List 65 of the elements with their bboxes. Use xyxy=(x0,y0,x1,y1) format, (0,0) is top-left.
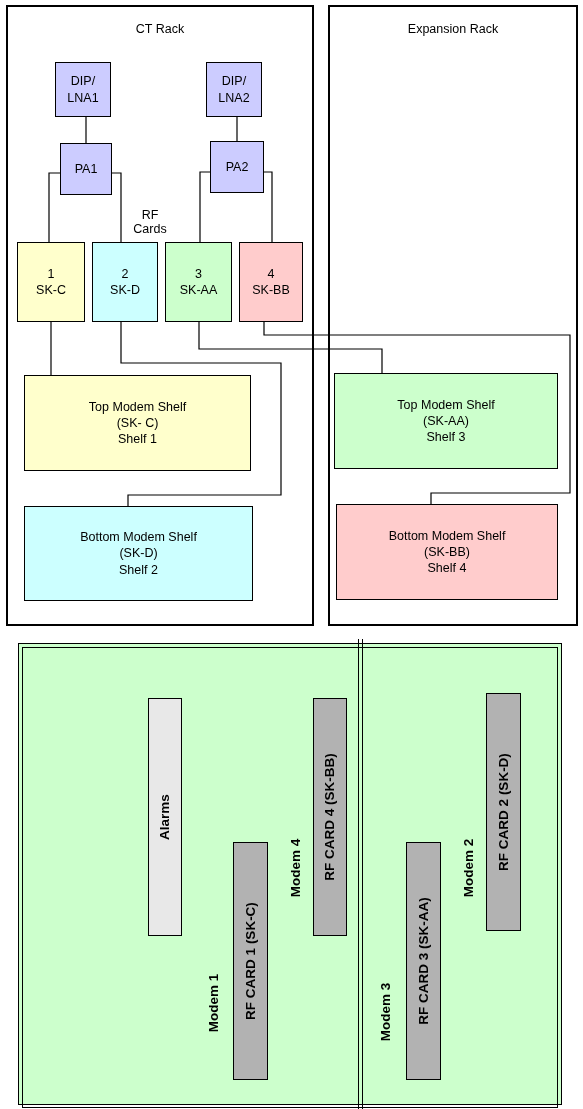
card-slot xyxy=(313,698,347,936)
box-label: (SK-D) xyxy=(119,545,158,562)
connector-line xyxy=(120,321,282,507)
card-slot xyxy=(406,842,441,1080)
equipment-box xyxy=(165,242,232,322)
rack-frame xyxy=(6,5,314,626)
connector-line xyxy=(50,321,52,376)
rack-title: Expansion Rack xyxy=(406,21,500,38)
box-label: 4 xyxy=(266,265,276,282)
card-slot xyxy=(233,842,268,1080)
modem-label: Modem 3 xyxy=(377,982,393,1042)
card-slot xyxy=(486,693,521,931)
box-label: SK-BB xyxy=(251,282,291,299)
box-label: Shelf 2 xyxy=(119,561,158,578)
equipment-box xyxy=(206,62,262,117)
box-label: PA2 xyxy=(224,158,250,176)
box-label: DIP/ LNA1 xyxy=(66,73,100,106)
box-label: Bottom Modem Shelf xyxy=(388,527,506,544)
connector-line xyxy=(199,171,211,243)
box-label: SK-AA xyxy=(178,282,219,299)
modem-label: Modem 4 xyxy=(287,838,303,898)
connector-line xyxy=(263,171,273,243)
box-label: SK-D xyxy=(109,282,141,299)
connector-line xyxy=(85,116,87,144)
modem-label: Modem 1 xyxy=(205,973,221,1033)
box-label: Bottom Modem Shelf xyxy=(80,529,197,546)
connector-line xyxy=(198,321,383,374)
box-label: (SK-AA) xyxy=(423,412,469,430)
group-label: RF Cards xyxy=(132,208,168,236)
equipment-box xyxy=(55,62,111,117)
equipment-box xyxy=(24,506,253,601)
box-label: Shelf 3 xyxy=(426,429,466,446)
box-label: Top Modem Shelf xyxy=(88,398,187,415)
equipment-box xyxy=(24,375,251,471)
box-label: (SK- C) xyxy=(116,414,159,432)
connector-line xyxy=(48,172,61,243)
box-label: Shelf 1 xyxy=(118,431,157,448)
rack-title: CT Rack xyxy=(134,21,186,38)
box-label: 2 xyxy=(120,265,130,282)
equipment-box xyxy=(92,242,158,322)
connector-line xyxy=(263,321,571,505)
equipment-box xyxy=(239,242,303,322)
box-label: SK-C xyxy=(35,282,67,299)
box-label: Top Modem Shelf xyxy=(397,396,495,413)
connector-line xyxy=(236,116,238,142)
card-label: RF CARD 2 (SK-D) xyxy=(494,753,512,871)
box-label: 1 xyxy=(46,265,56,282)
connector-line xyxy=(111,172,122,243)
box-label: DIP/ LNA2 xyxy=(217,73,251,106)
equipment-box xyxy=(334,373,558,469)
equipment-box xyxy=(210,141,264,193)
card-label: RF CARD 3 (SK-AA) xyxy=(414,897,432,1025)
card-label: RF CARD 1 (SK-C) xyxy=(241,902,259,1020)
equipment-box xyxy=(336,504,558,600)
box-label: PA1 xyxy=(73,160,99,178)
box-label: Shelf 4 xyxy=(427,560,467,577)
box-label: 3 xyxy=(194,265,203,282)
equipment-box xyxy=(17,242,85,322)
rack-frame xyxy=(328,5,578,626)
card-label: RF CARD 4 (SK-BB) xyxy=(321,753,339,881)
equipment-box xyxy=(60,143,112,195)
box-label: (SK-BB) xyxy=(424,543,470,561)
card-label: Alarms xyxy=(156,794,174,840)
card-slot xyxy=(148,698,182,936)
modem-label: Modem 2 xyxy=(460,838,476,898)
